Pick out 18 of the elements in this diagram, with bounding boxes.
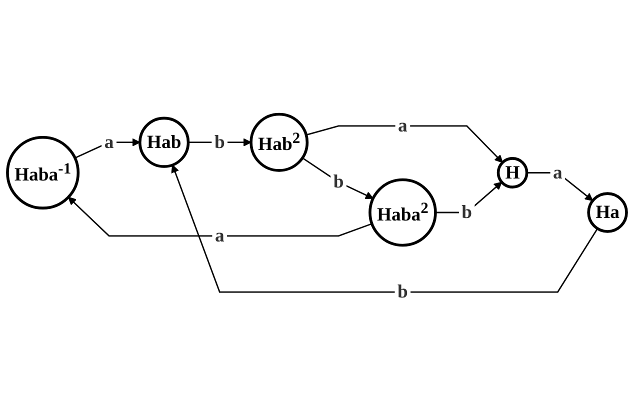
node-circle: Hab	[138, 116, 190, 168]
edge-label: a	[214, 226, 224, 246]
node-circle: Haba$^{2}$	[368, 178, 437, 247]
arrow	[171, 164, 598, 293]
edge-label: b	[214, 132, 225, 153]
node-circle: H	[496, 157, 528, 188]
edge-label: b	[398, 282, 408, 302]
node-circle: Hab$^{2}$	[250, 112, 309, 172]
edge-label: a	[398, 116, 408, 136]
edge-label: b	[333, 172, 344, 192]
edge-label: b	[462, 202, 472, 223]
arrow	[306, 125, 503, 163]
arrow	[302, 157, 374, 200]
node-circle: Haba$^{-1}$	[6, 136, 80, 210]
node-circle: Ha	[587, 192, 628, 233]
arrow	[68, 196, 372, 237]
edge-label: a	[104, 132, 114, 153]
edge-label: a	[553, 162, 562, 184]
